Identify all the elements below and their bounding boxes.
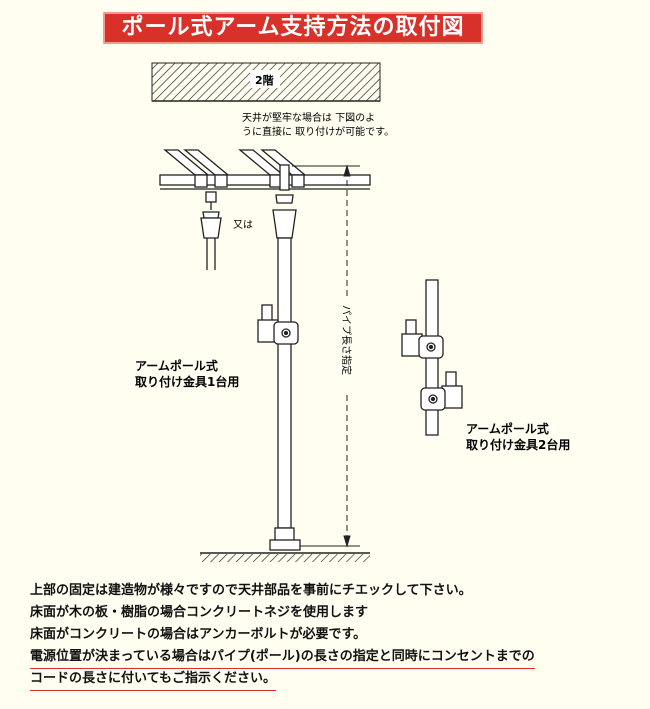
single-bracket-label-line2: 取り付け金具1台用 [135, 374, 239, 389]
double-bracket-pole [401, 279, 463, 436]
upper-floor-slab [151, 62, 381, 102]
page-title: ポール式アーム支持方法の取付図 [103, 12, 483, 44]
notes-section: 上部の固定は建造物が様々ですので天井部品を事前にチエックして下さい。 床面が木の… [30, 580, 630, 691]
double-bracket-label-line2: 取り付け金具2台用 [466, 437, 570, 452]
double-bracket-label-line1: アームポール式 [466, 421, 549, 436]
pipe-length-label: パイプ長さ指定 [340, 305, 353, 375]
pipe-length-dimension [292, 164, 360, 548]
floor-label: 2階 [255, 73, 274, 87]
ceiling-joists [159, 149, 371, 190]
note-line-highlight: コードの長さに付いてもご指示ください。 [30, 668, 276, 691]
note-line: 床面が木の板・樹脂の場合コンクリートネジを使用します [30, 605, 369, 620]
alt-label: 又は [233, 219, 253, 231]
ceiling-note-line1: 天井が堅牢な場合は 下図のよ [242, 111, 375, 124]
note-line: 床面がコンクリートの場合はアンカーボルトが必要です。 [30, 627, 367, 642]
floor-hatch [200, 552, 370, 562]
main-pole [257, 164, 301, 551]
ceiling-note-line2: うに直接に 取り付けが可能です。 [242, 125, 394, 138]
alt-ceiling-fitting [200, 191, 222, 270]
note-line-highlight: 電源位置が決まっている場合はパイプ(ポール)の長さの指定と同時にコンセントまでの [30, 646, 535, 669]
note-line: 上部の固定は建造物が様々ですので天井部品を事前にチエックして下さい。 [30, 583, 472, 598]
single-bracket-label-line1: アームポール式 [135, 358, 218, 373]
